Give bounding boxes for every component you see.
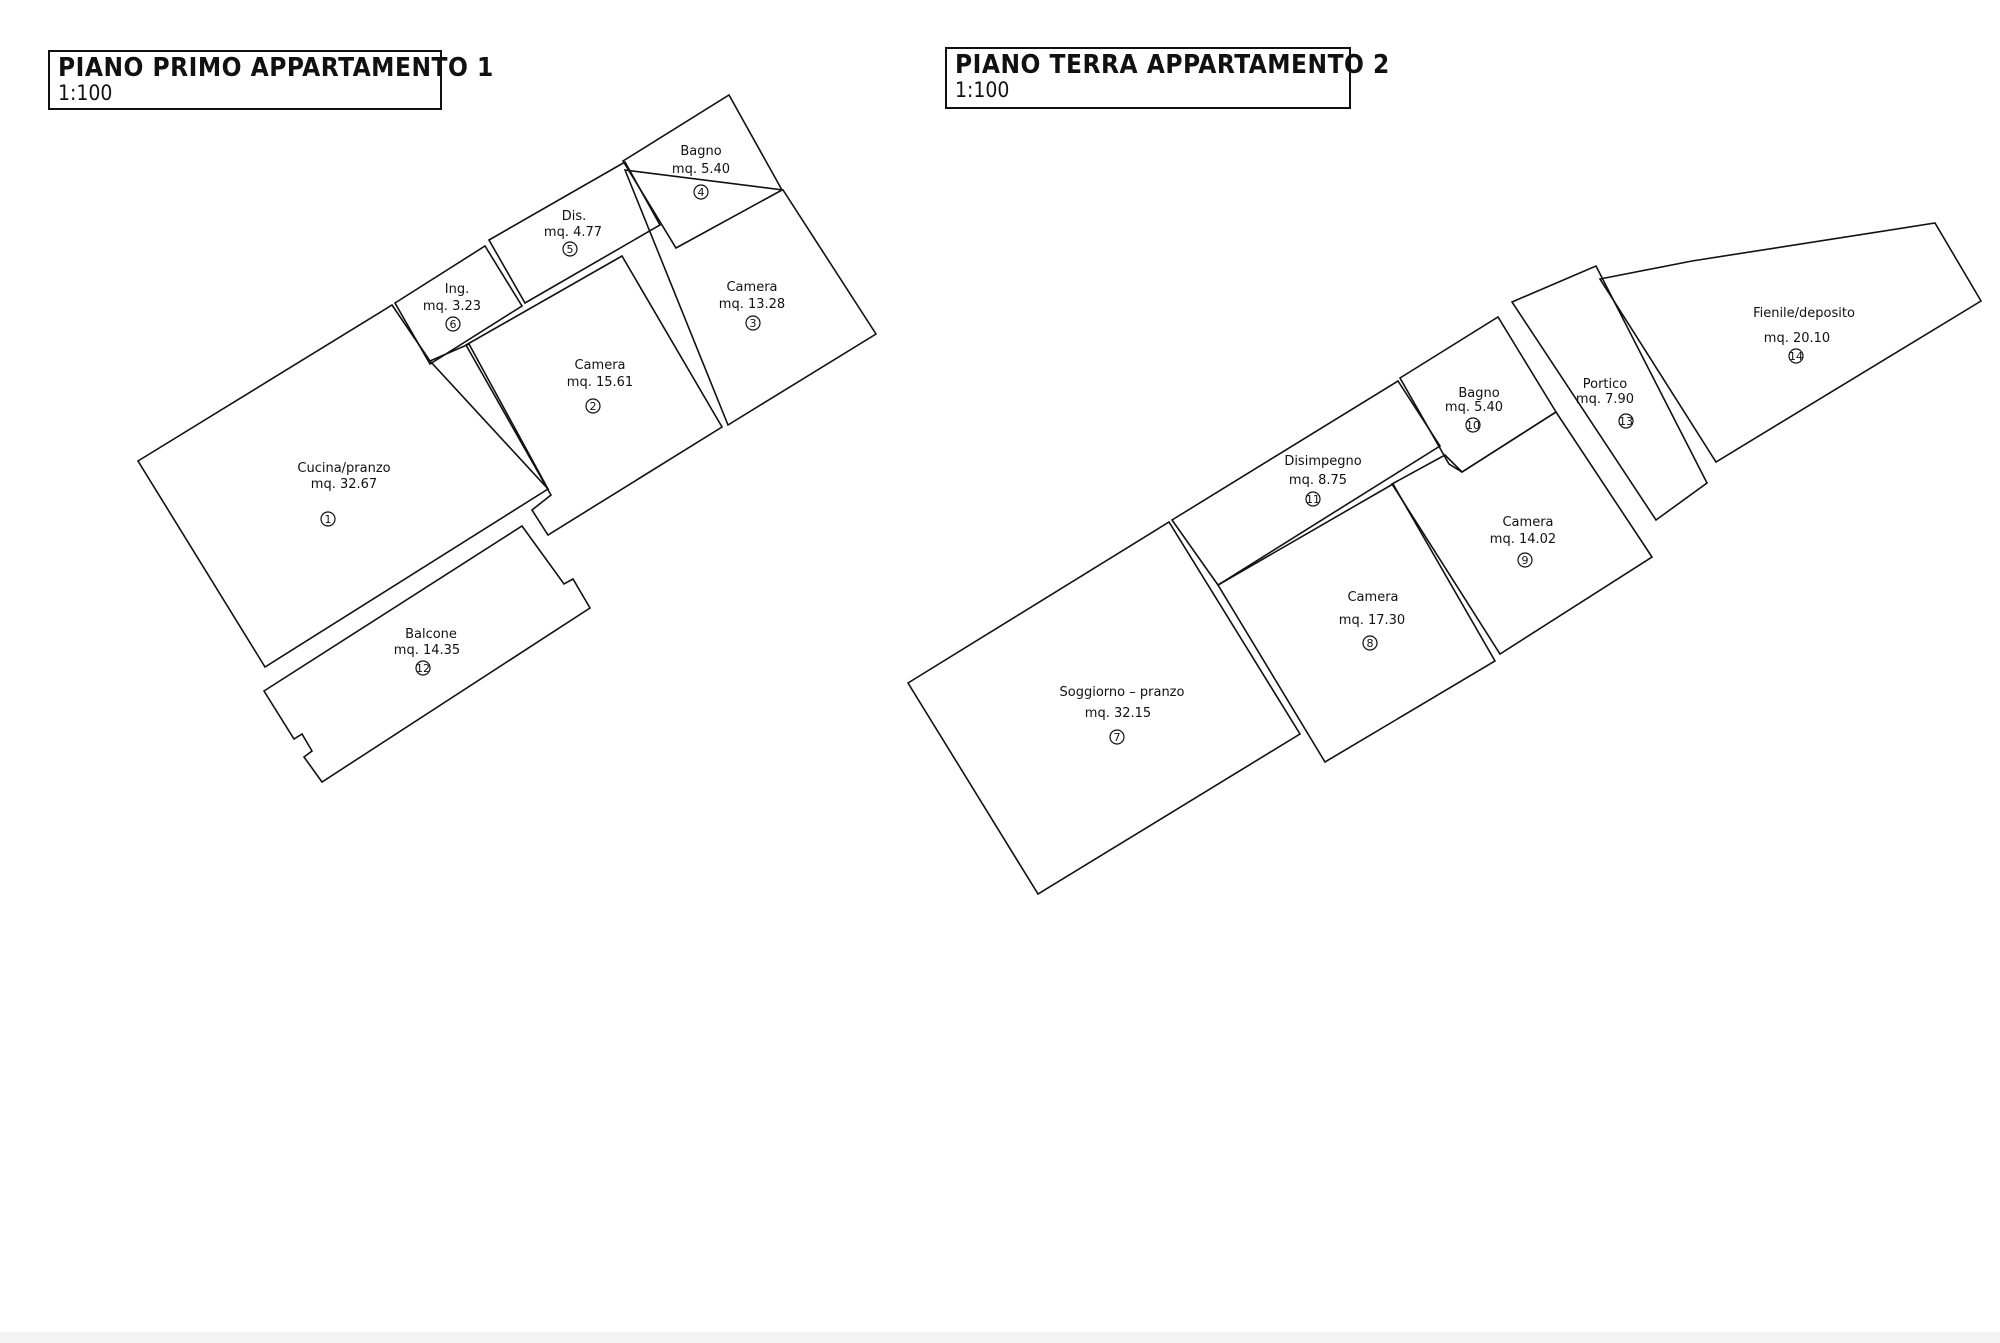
room-outline-cucina <box>136 303 550 669</box>
room-number: 10 <box>1466 419 1480 432</box>
room-name: Bagno <box>1458 386 1499 401</box>
room-outline-soggiorno <box>906 520 1302 896</box>
room-area: mq. 15.61 <box>567 375 633 390</box>
room-area: mq. 17.30 <box>1339 613 1405 628</box>
room-number-circle <box>1517 552 1533 568</box>
room-outline-fienile <box>1598 222 1983 464</box>
room-number: 6 <box>450 318 457 331</box>
room-name: Ing. <box>445 282 469 297</box>
room-label-group: Cucina/pranzo mq. 32.67 1 Camera mq. 15.… <box>297 144 785 676</box>
room-area: mq. 3.23 <box>423 299 481 314</box>
plan-title: PIANO PRIMO APPARTAMENTO 1 <box>58 53 494 83</box>
room-outline-bagno-10 <box>1398 315 1558 473</box>
room-number-circle <box>1305 491 1321 507</box>
room-name: Bagno <box>680 144 721 159</box>
room-area: mq. 5.40 <box>672 162 730 177</box>
floor-plan-apartment-2 <box>906 222 1983 896</box>
room-number-circle <box>1465 417 1481 433</box>
scan-border <box>0 1332 2000 1343</box>
room-outline-camera-2 <box>464 254 724 537</box>
room-number: 7 <box>1114 731 1121 744</box>
room-number-circle <box>585 398 601 414</box>
room-number: 11 <box>1306 493 1320 506</box>
room-name: Dis. <box>562 209 587 224</box>
room-name: Portico <box>1583 377 1628 392</box>
room-area: mq. 32.15 <box>1085 706 1151 721</box>
room-area: mq. 20.10 <box>1764 331 1830 346</box>
room-number-circle <box>693 184 709 200</box>
title-box-apartment-2: PIANO TERRA APPARTAMENTO 2 1:100 <box>945 47 1390 109</box>
room-number: 1 <box>325 513 332 526</box>
room-name: Camera <box>726 280 777 295</box>
room-number: 13 <box>1619 415 1633 428</box>
room-outline-balcone <box>262 524 592 784</box>
room-label-group: Soggiorno – pranzo mq. 32.15 7 Camera mq… <box>1060 306 1855 745</box>
room-number-circle <box>445 316 461 332</box>
room-area: mq. 5.40 <box>1445 400 1503 415</box>
plan-title: PIANO TERRA APPARTAMENTO 2 <box>955 50 1390 80</box>
room-number: 9 <box>1522 554 1529 567</box>
room-name: Camera <box>1347 590 1398 605</box>
room-name: Disimpegno <box>1284 454 1361 469</box>
room-number-circle <box>1109 729 1125 745</box>
room-number-circle <box>745 315 761 331</box>
room-number-circle <box>1788 348 1804 364</box>
plan-scale: 1:100 <box>58 81 113 105</box>
room-number: 4 <box>698 186 705 199</box>
room-area: mq. 14.02 <box>1490 532 1556 547</box>
room-number-circle <box>320 511 336 527</box>
room-number-circle <box>562 241 578 257</box>
room-number: 2 <box>590 400 597 413</box>
room-name: Camera <box>1502 515 1553 530</box>
room-name: Cucina/pranzo <box>297 461 390 476</box>
room-outline-disimpegno-2 <box>1170 379 1442 587</box>
room-outline-disimpegno <box>487 160 662 305</box>
room-outline-portico <box>1510 264 1709 522</box>
plan-scale: 1:100 <box>955 78 1010 102</box>
room-area: mq. 4.77 <box>544 225 602 240</box>
room-name: Camera <box>574 358 625 373</box>
room-area: mq. 7.90 <box>1576 392 1634 407</box>
title-box-apartment-1: PIANO PRIMO APPARTAMENTO 1 1:100 <box>48 50 494 110</box>
room-area: mq. 14.35 <box>394 643 460 658</box>
room-outline-camera-3 <box>623 169 878 427</box>
room-area: mq. 13.28 <box>719 297 785 312</box>
room-number-circle <box>415 660 431 676</box>
room-number: 12 <box>416 662 430 675</box>
room-number: 5 <box>567 243 574 256</box>
room-number: 3 <box>750 317 757 330</box>
wall-segment <box>429 342 549 490</box>
room-outline-camera-8 <box>1216 482 1497 764</box>
room-name: Soggiorno – pranzo <box>1060 685 1185 700</box>
room-number: 8 <box>1367 637 1374 650</box>
room-area: mq. 32.67 <box>311 477 377 492</box>
room-number: 14 <box>1789 350 1803 363</box>
room-name: Fienile/deposito <box>1753 306 1855 321</box>
room-area: mq. 8.75 <box>1289 473 1347 488</box>
room-name: Balcone <box>405 627 457 642</box>
room-number-circle <box>1618 413 1634 429</box>
room-number-circle <box>1362 635 1378 651</box>
floor-plan-apartment-1 <box>136 93 878 784</box>
room-outline-ingresso <box>393 244 524 366</box>
